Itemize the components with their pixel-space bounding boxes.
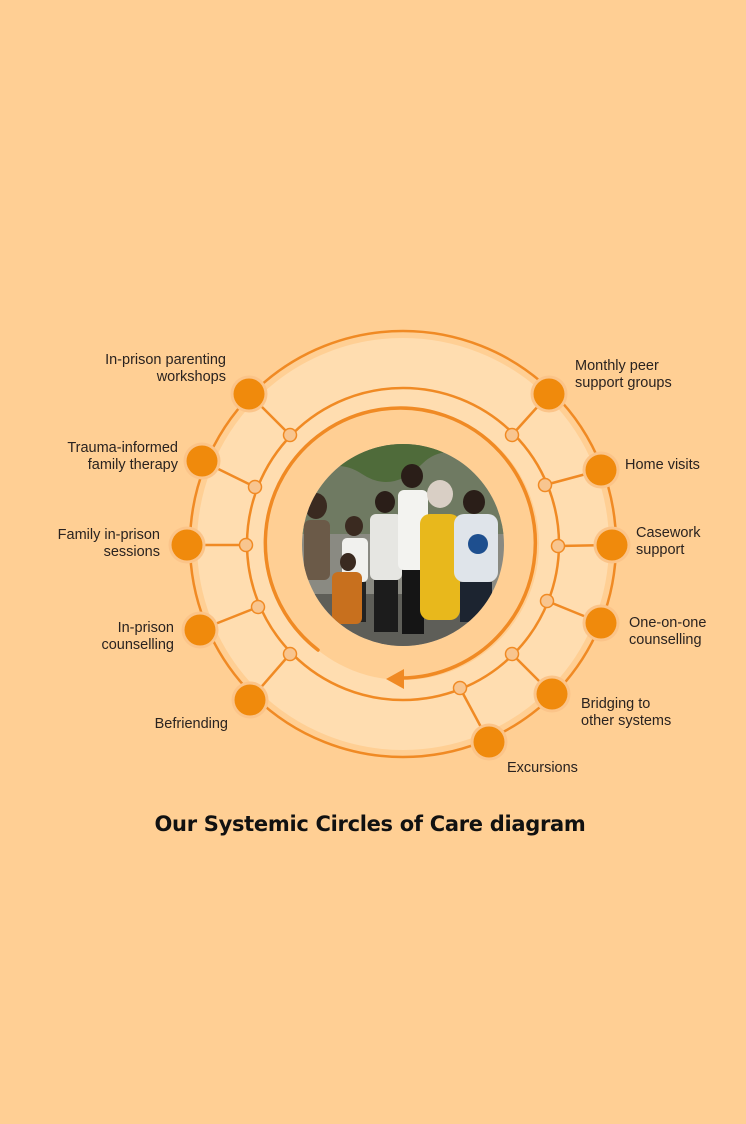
label-in-prison-counselling: In-prison counselling — [101, 620, 174, 653]
service-nodes — [168, 375, 631, 761]
label-family-in-prison-sessions: Family in-prison sessions — [57, 527, 160, 560]
small-node-trauma-informed-family-therapy — [247, 479, 263, 495]
node-one-on-one-counselling — [585, 607, 617, 639]
node-monthly-peer-support-groups — [533, 378, 565, 410]
node-trauma-informed-family-therapy — [186, 445, 218, 477]
family-photo — [302, 444, 504, 646]
node-in-prison-parenting-workshops — [233, 378, 265, 410]
label-excursions: Excursions — [507, 760, 578, 776]
label-monthly-peer-support-groups: Monthly peer support groups — [575, 358, 672, 391]
node-family-in-prison-sessions — [171, 529, 203, 561]
label-trauma-informed-family-therapy: Trauma-informed family therapy — [67, 440, 178, 473]
label-bridging-to-other-systems: Bridging to other systems — [581, 696, 672, 729]
label-casework-support: Casework support — [636, 525, 701, 558]
small-node-home-visits — [537, 477, 553, 493]
small-node-befriending — [282, 646, 298, 662]
label-in-prison-parenting-workshops: In-prison parenting workshops — [105, 352, 226, 385]
small-node-in-prison-parenting-workshops — [282, 427, 298, 443]
arrow-head — [386, 669, 404, 689]
small-node-one-on-one-counselling — [539, 593, 555, 609]
diagram-caption: Our Systemic Circles of Care diagram — [154, 812, 586, 836]
node-excursions — [473, 726, 505, 758]
small-node-excursions — [452, 680, 468, 696]
node-casework-support — [596, 529, 628, 561]
label-befriending: Befriending — [154, 716, 228, 732]
small-node-family-in-prison-sessions — [238, 537, 254, 553]
small-nodes — [238, 427, 566, 696]
label-one-on-one-counselling: One-on-one counselling — [629, 615, 707, 648]
node-home-visits — [585, 454, 617, 486]
family-group-photo-icon — [302, 444, 504, 646]
small-node-bridging-to-other-systems — [504, 646, 520, 662]
node-bridging-to-other-systems — [536, 678, 568, 710]
node-befriending — [234, 684, 266, 716]
small-node-in-prison-counselling — [250, 599, 266, 615]
small-node-casework-support — [550, 538, 566, 554]
inner-arrow-path — [263, 406, 538, 680]
small-node-monthly-peer-support-groups — [504, 427, 520, 443]
node-in-prison-counselling — [184, 614, 216, 646]
label-home-visits: Home visits — [625, 457, 700, 473]
